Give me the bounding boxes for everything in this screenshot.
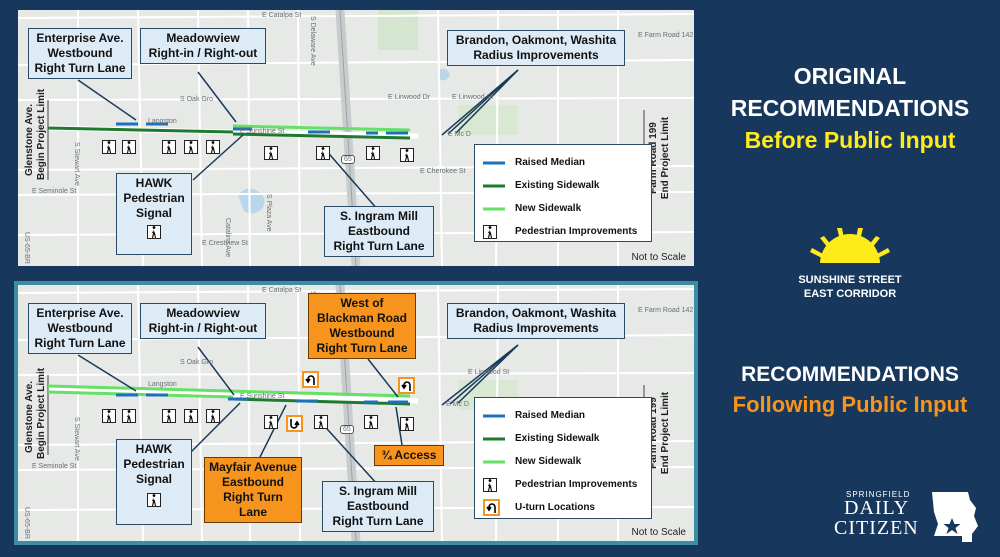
glenstone-limit-label: Glenstone Ave.Begin Project Limit bbox=[24, 367, 47, 459]
street-label: E Sunshine St bbox=[240, 128, 285, 135]
street-label: S Oak Gro bbox=[180, 96, 214, 103]
brand-line1: DAILY bbox=[844, 497, 910, 519]
sunshine-street-logo: SUNSHINE STREET EAST CORRIDOR bbox=[770, 228, 930, 300]
pedestrian-icon bbox=[102, 409, 116, 423]
map-panel-following: E Catalpa St Langston E Sunshine St E Li… bbox=[14, 281, 698, 545]
pedestrian-icon bbox=[314, 415, 328, 429]
street-label: E Seminole St bbox=[32, 463, 77, 470]
subheading-following: Following Public Input bbox=[732, 392, 968, 417]
street-label: E Farm Road 142 bbox=[638, 307, 694, 314]
street-label: S Stewart Ave bbox=[73, 417, 80, 461]
street-label: S Stewart Ave bbox=[73, 142, 80, 186]
brand-line2: CITIZEN bbox=[834, 517, 919, 539]
street-label: E Crestview St bbox=[202, 240, 248, 247]
map-legend: Raised Median Existing Sidewalk New Side… bbox=[474, 144, 652, 242]
street-label: E Linwood St bbox=[468, 369, 510, 376]
legend-row: Existing Sidewalk bbox=[483, 180, 600, 191]
legend-row: New Sidewalk bbox=[483, 456, 582, 467]
highway-shield: 65 bbox=[341, 155, 355, 164]
map-panel-original: E Catalpa St Langston E Sunshine St E Li… bbox=[18, 10, 694, 266]
callout-three-quarter-access: ¾ Access bbox=[374, 445, 444, 466]
street-label: S Delaware Ave bbox=[309, 16, 316, 66]
street-label: US-65-BR bbox=[23, 232, 30, 264]
map-legend: Raised Median Existing Sidewalk New Side… bbox=[474, 397, 652, 519]
logo-line1: SUNSHINE STREET bbox=[798, 274, 902, 286]
pedestrian-icon bbox=[122, 140, 136, 154]
street-label: Langston bbox=[148, 381, 177, 388]
pedestrian-icon bbox=[184, 409, 198, 423]
street-label: E Catalpa St bbox=[262, 12, 302, 19]
street-label: US-65-BR bbox=[23, 507, 30, 539]
not-to-scale-label: Not to Scale bbox=[631, 527, 686, 538]
pedestrian-icon bbox=[147, 493, 161, 507]
glenstone-limit-label: Glenstone Ave.Begin Project Limit bbox=[24, 88, 47, 180]
uturn-icon bbox=[302, 371, 319, 388]
pedestrian-icon bbox=[483, 224, 497, 239]
legend-row: U-turn Locations bbox=[483, 496, 643, 519]
uturn-icon bbox=[483, 499, 500, 516]
daily-citizen-logo: SPRINGFIELD DAILY CITIZEN bbox=[832, 488, 982, 548]
legend-row: Raised Median bbox=[483, 157, 586, 168]
street-label: E Catalpa St bbox=[262, 287, 302, 294]
not-to-scale-label: Not to Scale bbox=[631, 252, 686, 263]
pedestrian-icon bbox=[366, 146, 380, 160]
pedestrian-icon bbox=[206, 409, 220, 423]
street-label: E Linwood St bbox=[452, 94, 494, 101]
pedestrian-icon bbox=[162, 409, 176, 423]
brand-small: SPRINGFIELD bbox=[846, 490, 911, 499]
street-label: Catalina Ave bbox=[224, 218, 231, 258]
pedestrian-icon bbox=[147, 225, 161, 239]
street-label: E Mc D bbox=[446, 401, 469, 408]
pedestrian-icon bbox=[264, 415, 278, 429]
legend-row: Pedestrian Improvements bbox=[483, 473, 643, 496]
street-label: E Linwood Dr bbox=[388, 94, 431, 101]
pedestrian-icon bbox=[483, 477, 497, 492]
street-label: E Cherokee St bbox=[420, 168, 466, 175]
legend-row: Pedestrian Improvements bbox=[483, 220, 643, 243]
pedestrian-icon bbox=[264, 146, 278, 160]
pedestrian-icon bbox=[206, 140, 220, 154]
sun-icon bbox=[810, 228, 890, 265]
street-label: E Farm Road 142 bbox=[638, 32, 694, 39]
pedestrian-icon bbox=[102, 140, 116, 154]
legend-row: Existing Sidewalk bbox=[483, 433, 600, 444]
missouri-state-icon bbox=[932, 492, 978, 542]
street-label: Langston bbox=[148, 118, 177, 125]
uturn-icon bbox=[286, 415, 303, 432]
uturn-icon bbox=[398, 377, 415, 394]
legend-row: New Sidewalk bbox=[483, 203, 582, 214]
pedestrian-icon bbox=[162, 140, 176, 154]
street-label: S Oak Gro bbox=[180, 359, 214, 366]
street-label: E Mc D bbox=[448, 131, 471, 138]
street-label: S Plaza Ave bbox=[265, 194, 272, 232]
street-label: E Sunshine St bbox=[240, 393, 285, 400]
logo-line2: EAST CORRIDOR bbox=[803, 288, 897, 300]
pedestrian-icon bbox=[400, 417, 414, 431]
pedestrian-icon bbox=[364, 415, 378, 429]
highway-shield: 65 bbox=[340, 425, 354, 434]
street-label: E Seminole St bbox=[32, 188, 77, 195]
legend-row: Raised Median bbox=[483, 410, 586, 421]
pedestrian-icon bbox=[400, 148, 414, 162]
subheading-before: Before Public Input bbox=[744, 127, 956, 153]
pedestrian-icon bbox=[122, 409, 136, 423]
pedestrian-icon bbox=[184, 140, 198, 154]
heading-original: ORIGINAL RECOMMENDATIONS Before Public I… bbox=[705, 60, 995, 156]
heading-following: RECOMMENDATIONS Following Public Input bbox=[705, 360, 995, 420]
pedestrian-icon bbox=[316, 146, 330, 160]
